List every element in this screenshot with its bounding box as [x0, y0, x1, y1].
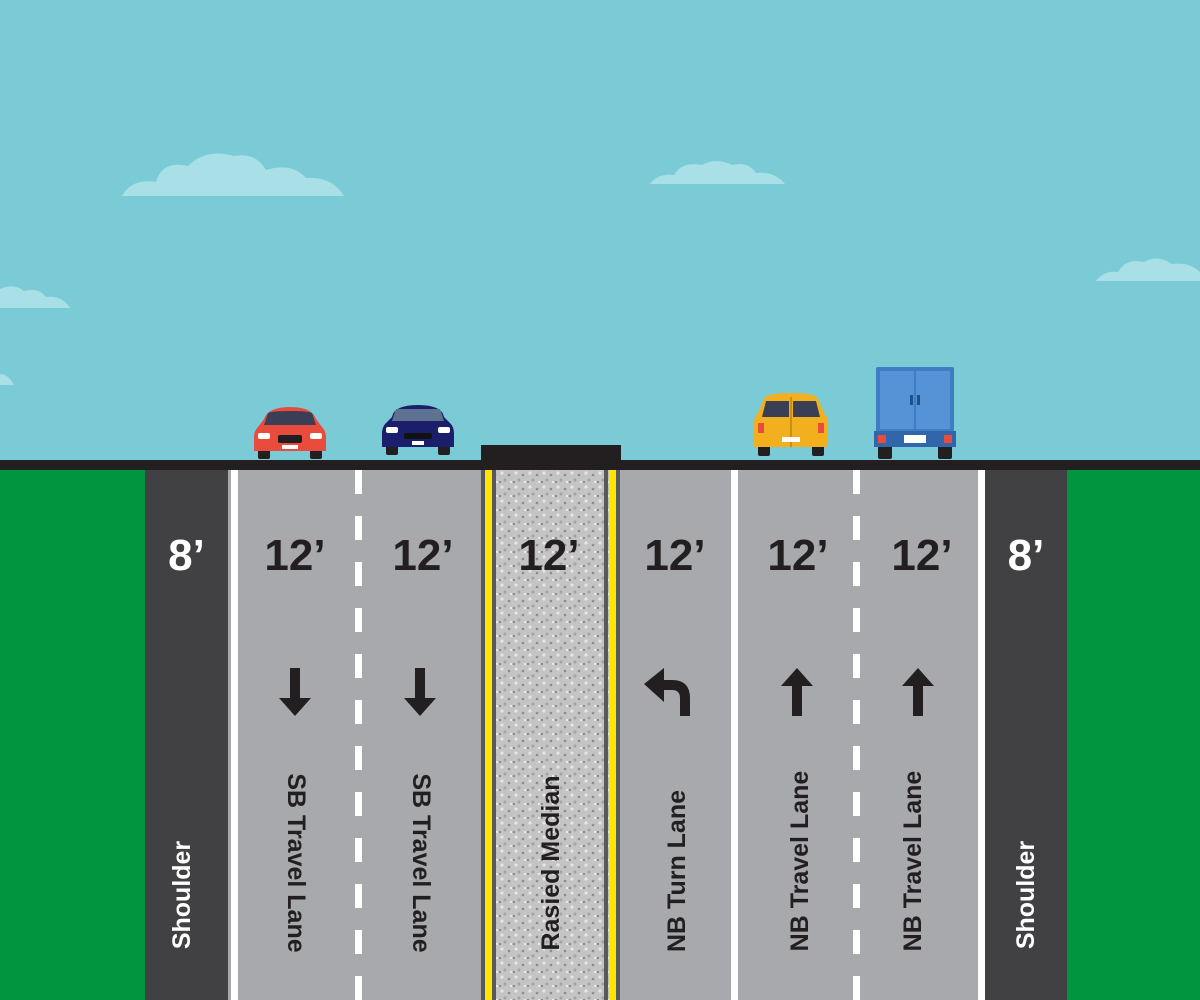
width-label-nb-shoulder: 8’	[1007, 531, 1045, 580]
sb-edge-line	[231, 470, 238, 1000]
up-arrow-icon	[902, 668, 934, 716]
width-label-nb-lane-1: 12’	[767, 531, 829, 580]
median-yellow-line-left	[485, 470, 492, 1000]
sky	[0, 0, 1200, 462]
up-arrow-icon	[781, 668, 813, 716]
blue-truck-icon	[874, 367, 956, 459]
turn-lane-line	[731, 470, 738, 1000]
cloud-icon	[122, 153, 344, 196]
navy-car-icon	[382, 405, 454, 455]
yellow-van-icon	[754, 393, 828, 456]
label-nb-turn: NB Turn Lane	[663, 789, 691, 953]
nb-lanes	[615, 470, 985, 1000]
raised-median	[485, 470, 615, 1000]
label-nb-lane-2: NB Travel Lane	[899, 770, 927, 952]
width-label-sb-lane-2: 12’	[392, 531, 454, 580]
cloud-icon	[1096, 258, 1200, 281]
width-label-nb-lane-2: 12’	[891, 531, 953, 580]
label-sb-lane-1: SB Travel Lane	[282, 773, 310, 953]
left-turn-arrow-icon	[644, 668, 690, 716]
cloud-icon	[650, 161, 785, 184]
median-curb-inner-right	[604, 470, 608, 1000]
nb-edge-line	[978, 470, 985, 1000]
red-car-icon	[254, 407, 326, 459]
cloud-icon	[0, 374, 14, 385]
median-gravel-texture	[485, 470, 615, 1000]
label-median: Rasied Median	[537, 775, 565, 951]
down-arrow-icon	[404, 668, 436, 716]
nb-lane-divider	[853, 470, 860, 1000]
width-label-median: 12’	[518, 531, 580, 580]
median-curb-right	[616, 470, 620, 1000]
nb-shoulder	[985, 470, 1067, 1000]
median-curb-left	[481, 470, 485, 1000]
down-arrow-icon	[279, 668, 311, 716]
median-curb-top	[481, 445, 621, 470]
cloud-icon	[0, 286, 70, 308]
sb-lane-divider	[355, 470, 362, 1000]
width-label-sb-shoulder: 8’	[168, 531, 205, 580]
median-curb-inner-left	[492, 470, 496, 1000]
label-nb-shoulder: Shoulder	[1012, 840, 1040, 950]
label-sb-lane-2: SB Travel Lane	[407, 773, 435, 953]
width-label-sb-lane-1: 12’	[264, 531, 326, 580]
sb-shoulder	[145, 470, 228, 1000]
label-nb-lane-1: NB Travel Lane	[786, 770, 814, 952]
label-sb-shoulder: Shoulder	[168, 840, 196, 950]
width-label-nb-turn: 12’	[644, 531, 706, 580]
median-yellow-line-right	[609, 470, 616, 1000]
